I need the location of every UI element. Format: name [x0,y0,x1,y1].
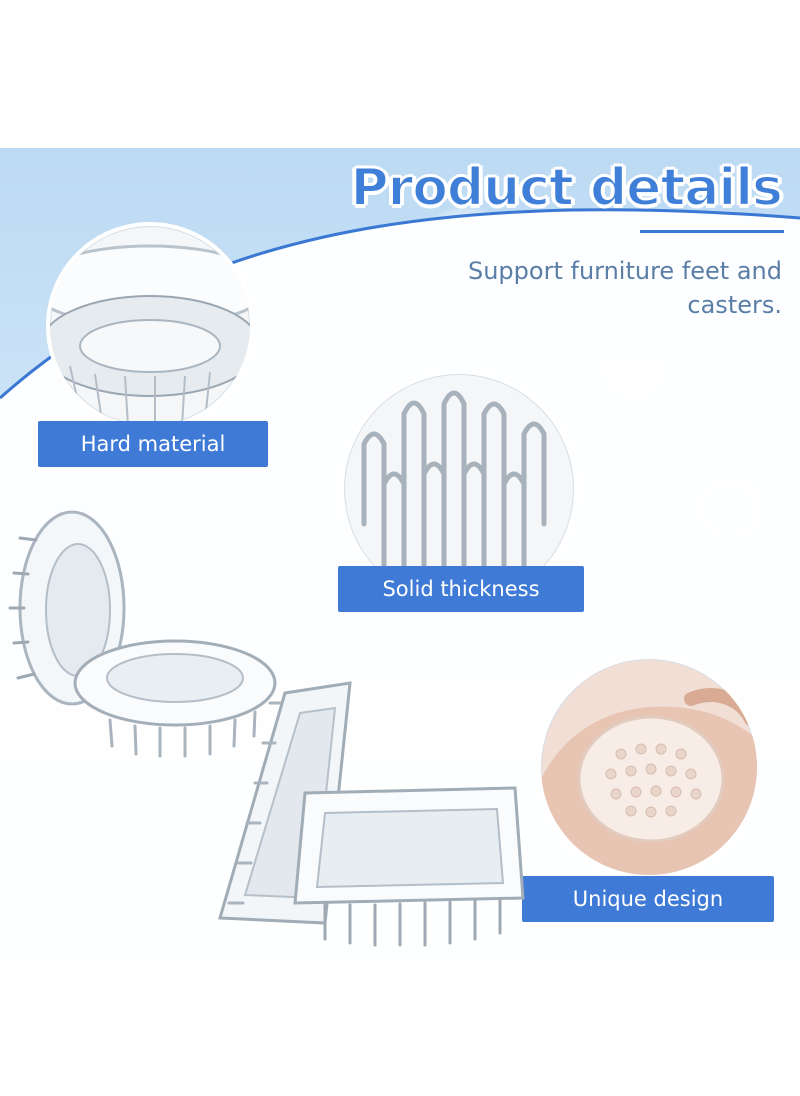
round-caster-cup-closeup [50,244,250,426]
product-details-panel: Product details Support furniture feet a… [0,148,800,966]
solid-thickness-label: Solid thickness [338,566,584,612]
square-cup-lying [293,786,525,947]
page-title: Product details [349,157,784,219]
square-caster-cups [218,681,525,947]
subtitle: Support furniture feet and casters. [467,257,782,319]
unique-design-closeup-image [537,655,761,879]
round-cup-lying [73,639,277,758]
title-underline [640,230,784,233]
product-caster-cups-image [8,510,277,758]
hard-material-closeup-image [46,222,254,430]
spike-rows-closeup [361,390,547,597]
hand-holding-cup [541,688,757,875]
unique-design-label: Unique design [522,876,774,922]
hard-material-label: Hard material [38,421,268,467]
